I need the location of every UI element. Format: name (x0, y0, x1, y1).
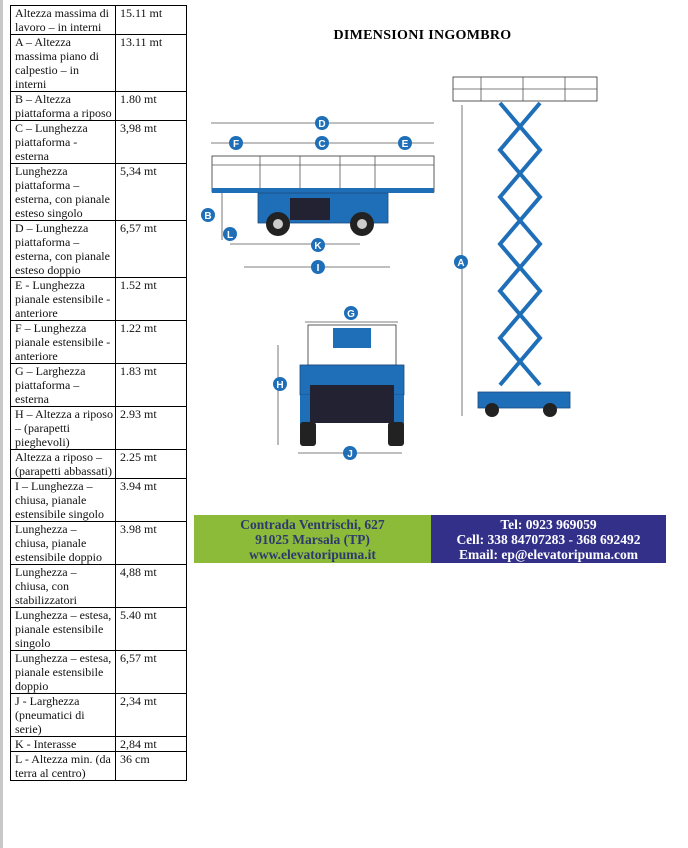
svg-text:G: G (347, 309, 355, 320)
dim-badge-b: B (201, 208, 215, 222)
front-view-diagram (277, 321, 405, 454)
svg-text:H: H (276, 380, 283, 391)
dim-badge-f: F (229, 136, 243, 150)
dim-badge-h: H (273, 377, 287, 391)
spec-label: L - Altezza min. (da terra al centro) (10, 751, 116, 781)
tel-text: Tel: 0923 969059 (500, 517, 597, 532)
spec-value: 6,57 mt (115, 220, 187, 278)
dim-badge-j: J (343, 446, 357, 460)
spec-label: K - Interasse (10, 736, 116, 752)
website-link[interactable]: www.elevatoripuma.it (249, 547, 376, 562)
dim-badge-i: I (311, 260, 325, 274)
spec-value: 6,57 mt (115, 650, 187, 694)
spec-label: A – Altezza massima piano di calpestio –… (10, 34, 116, 92)
spec-label: Lunghezza – estesa, pianale estensibile … (10, 650, 116, 694)
address-line2: 91025 Marsala (TP) (255, 532, 370, 547)
address-banner: Contrada Ventrischi, 627 91025 Marsala (… (194, 515, 431, 563)
spec-label: Altezza a riposo – (parapetti abbassati) (10, 449, 116, 479)
spec-label: Lunghezza – estesa, pianale estensibile … (10, 607, 116, 651)
spec-value: 2.25 mt (115, 449, 187, 479)
spec-label: Altezza massima di lavoro – in interni (10, 5, 116, 35)
page-title: DIMENSIONI INGOMBRO (333, 28, 512, 43)
dimension-diagrams: D F C E B L K I G H J A (201, 76, 598, 460)
spec-label: Lunghezza piattaforma – esterna, con pia… (10, 163, 116, 221)
spec-value: 1.52 mt (115, 277, 187, 321)
email-link[interactable]: Email: ep@elevatoripuma.com (458, 547, 639, 562)
dim-badge-a: A (454, 255, 468, 269)
spec-value: 5,34 mt (115, 163, 187, 221)
spec-row: I – Lunghezza – chiusa, pianale estensib… (10, 478, 187, 522)
cell-text: Cell: 338 84707283 - 368 692492 (456, 532, 641, 547)
spec-label: J - Larghezza (pneumatici di serie) (10, 693, 116, 737)
spec-row: J - Larghezza (pneumatici di serie)2,34 … (10, 693, 187, 737)
address-line1: Contrada Ventrischi, 627 (240, 517, 385, 532)
spec-value: 4,88 mt (115, 564, 187, 608)
dim-badge-k: K (311, 238, 325, 252)
svg-text:F: F (233, 139, 239, 150)
spec-label: G – Larghezza piattaforma – esterna (10, 363, 116, 407)
spec-label: Lunghezza – chiusa, con stabilizzatori (10, 564, 116, 608)
spec-label: Lunghezza – chiusa, pianale estensibile … (10, 521, 116, 565)
spec-value: 15.11 mt (115, 5, 187, 35)
spec-value: 3,98 mt (115, 120, 187, 164)
spec-row: D – Lunghezza piattaforma – esterna, con… (10, 220, 187, 278)
page-edge (0, 0, 3, 848)
spec-value: 5.40 mt (115, 607, 187, 651)
spec-value: 3.94 mt (115, 478, 187, 522)
spec-value: 36 cm (115, 751, 187, 781)
spec-label: D – Lunghezza piattaforma – esterna, con… (10, 220, 116, 278)
svg-text:C: C (318, 139, 325, 150)
spec-label: F – Lunghezza pianale estensibile - ante… (10, 320, 116, 364)
dim-badge-c: C (315, 136, 329, 150)
dim-badge-d: D (315, 116, 329, 130)
dim-badge-g: G (344, 306, 358, 320)
spec-row: L - Altezza min. (da terra al centro)36 … (10, 751, 187, 781)
spec-label: B – Altezza piattaforma a riposo (10, 91, 116, 121)
svg-text:B: B (204, 211, 211, 222)
svg-text:K: K (314, 241, 322, 252)
spec-label: I – Lunghezza – chiusa, pianale estensib… (10, 478, 116, 522)
spec-value: 2.93 mt (115, 406, 187, 450)
spec-row: Lunghezza – chiusa, pianale estensibile … (10, 521, 187, 565)
svg-text:E: E (402, 139, 409, 150)
spec-label: C – Lunghezza piattaforma - esterna (10, 120, 116, 164)
svg-text:J: J (347, 449, 353, 460)
spec-row: Lunghezza piattaforma – esterna, con pia… (10, 163, 187, 221)
spec-value: 2,84 mt (115, 736, 187, 752)
spec-row: A – Altezza massima piano di calpestio –… (10, 34, 187, 92)
raised-view-diagram (452, 76, 598, 417)
spec-value: 13.11 mt (115, 34, 187, 92)
dim-badge-e: E (398, 136, 412, 150)
spec-value: 2,34 mt (115, 693, 187, 737)
svg-text:L: L (227, 230, 233, 241)
side-view-diagram (211, 122, 435, 268)
svg-text:D: D (318, 119, 325, 130)
spec-row: Lunghezza – estesa, pianale estensibile … (10, 650, 187, 694)
contact-banner: Tel: 0923 969059 Cell: 338 84707283 - 36… (431, 515, 666, 563)
spec-value: 3.98 mt (115, 521, 187, 565)
spec-row: Altezza a riposo – (parapetti abbassati)… (10, 449, 187, 479)
dim-badge-l: L (223, 227, 237, 241)
svg-text:I: I (317, 263, 320, 274)
svg-text:A: A (457, 258, 464, 269)
spec-row: Lunghezza – estesa, pianale estensibile … (10, 607, 187, 651)
